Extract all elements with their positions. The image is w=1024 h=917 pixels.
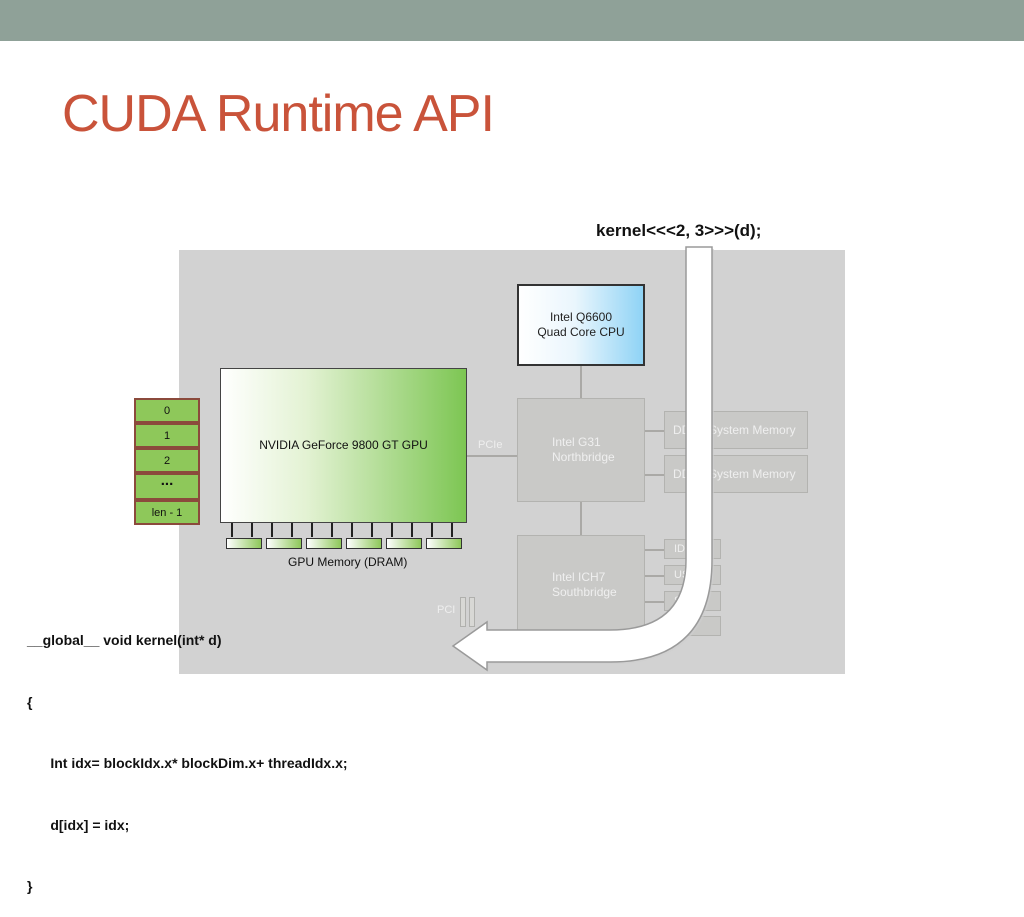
northbridge-box: Intel G31 Northbridge [517, 398, 645, 502]
gpu-memory-chip [266, 538, 302, 549]
northbridge-to-southbridge-link [580, 502, 582, 535]
code-line-1: __global__ void kernel(int* d) [27, 632, 222, 648]
southbridge-box: Intel ICH7 Southbridge [517, 535, 645, 635]
io-link-3 [645, 601, 664, 603]
gpu-memory-pin [451, 523, 453, 537]
gpu-memory-chip [426, 538, 462, 549]
array-cell-ellipsis: ... [134, 473, 200, 500]
gpu-label: NVIDIA GeForce 9800 GT GPU [259, 438, 428, 452]
gpu-memory-pin [431, 523, 433, 537]
gpu-memory-chip [306, 538, 342, 549]
southbridge-model: Intel ICH7 [552, 570, 606, 584]
array-cell-last: len - 1 [134, 500, 200, 525]
kernel-launch-arrow-icon [451, 246, 714, 672]
southbridge-label: Southbridge [552, 585, 617, 599]
memory-link-1 [645, 430, 664, 432]
gpu-memory-chip [346, 538, 382, 549]
gpu-memory-pin [351, 523, 353, 537]
pci-slot-2 [469, 597, 475, 627]
northbridge-model: Intel G31 [552, 435, 601, 449]
array-cell-1: 1 [134, 423, 200, 448]
gpu-memory-pin [331, 523, 333, 537]
code-line-5: } [27, 878, 33, 894]
kernel-launch-call: kernel<<<2, 3>>>(d); [596, 221, 762, 240]
memory-link-2 [645, 474, 664, 476]
gpu-memory-pin [391, 523, 393, 537]
cpu-model: Intel Q6600 [549, 310, 613, 324]
pci-label: PCI [437, 604, 456, 616]
cpu-box: Intel Q6600 Quad Core CPU [517, 284, 645, 366]
kernel-code-block: __global__ void kernel(int* d) { Int idx… [27, 589, 348, 917]
io-link-2 [645, 575, 664, 577]
gpu-memory-chip [386, 538, 422, 549]
gpu-box: NVIDIA GeForce 9800 GT GPU [220, 368, 467, 523]
gpu-memory-pin [291, 523, 293, 537]
code-line-4: d[idx] = idx; [27, 816, 130, 833]
code-line-3: Int idx= blockIdx.x* blockDim.x+ threadI… [27, 755, 348, 771]
gpu-memory-label: GPU Memory (DRAM) [288, 555, 408, 569]
gpu-memory-pin [251, 523, 253, 537]
cpu-to-northbridge-link [580, 366, 582, 398]
io-link-1 [645, 549, 664, 551]
top-bar [0, 0, 1024, 41]
code-line-2: { [27, 693, 33, 710]
pcie-link [467, 455, 517, 457]
cpu-description: Quad Core CPU [537, 325, 625, 339]
array-cell-2: 2 [134, 448, 200, 473]
gpu-memory-pin [271, 523, 273, 537]
gpu-memory-pin [311, 523, 313, 537]
gpu-memory-pin [231, 523, 233, 537]
gpu-memory-chip [226, 538, 262, 549]
northbridge-label: Northbridge [552, 450, 615, 464]
gpu-memory-pin [411, 523, 413, 537]
pcie-label: PCIe [478, 439, 503, 451]
slide-title: CUDA Runtime API [62, 85, 495, 143]
gpu-memory-pin [371, 523, 373, 537]
pci-slot-1 [460, 597, 466, 627]
array-cell-0: 0 [134, 398, 200, 423]
